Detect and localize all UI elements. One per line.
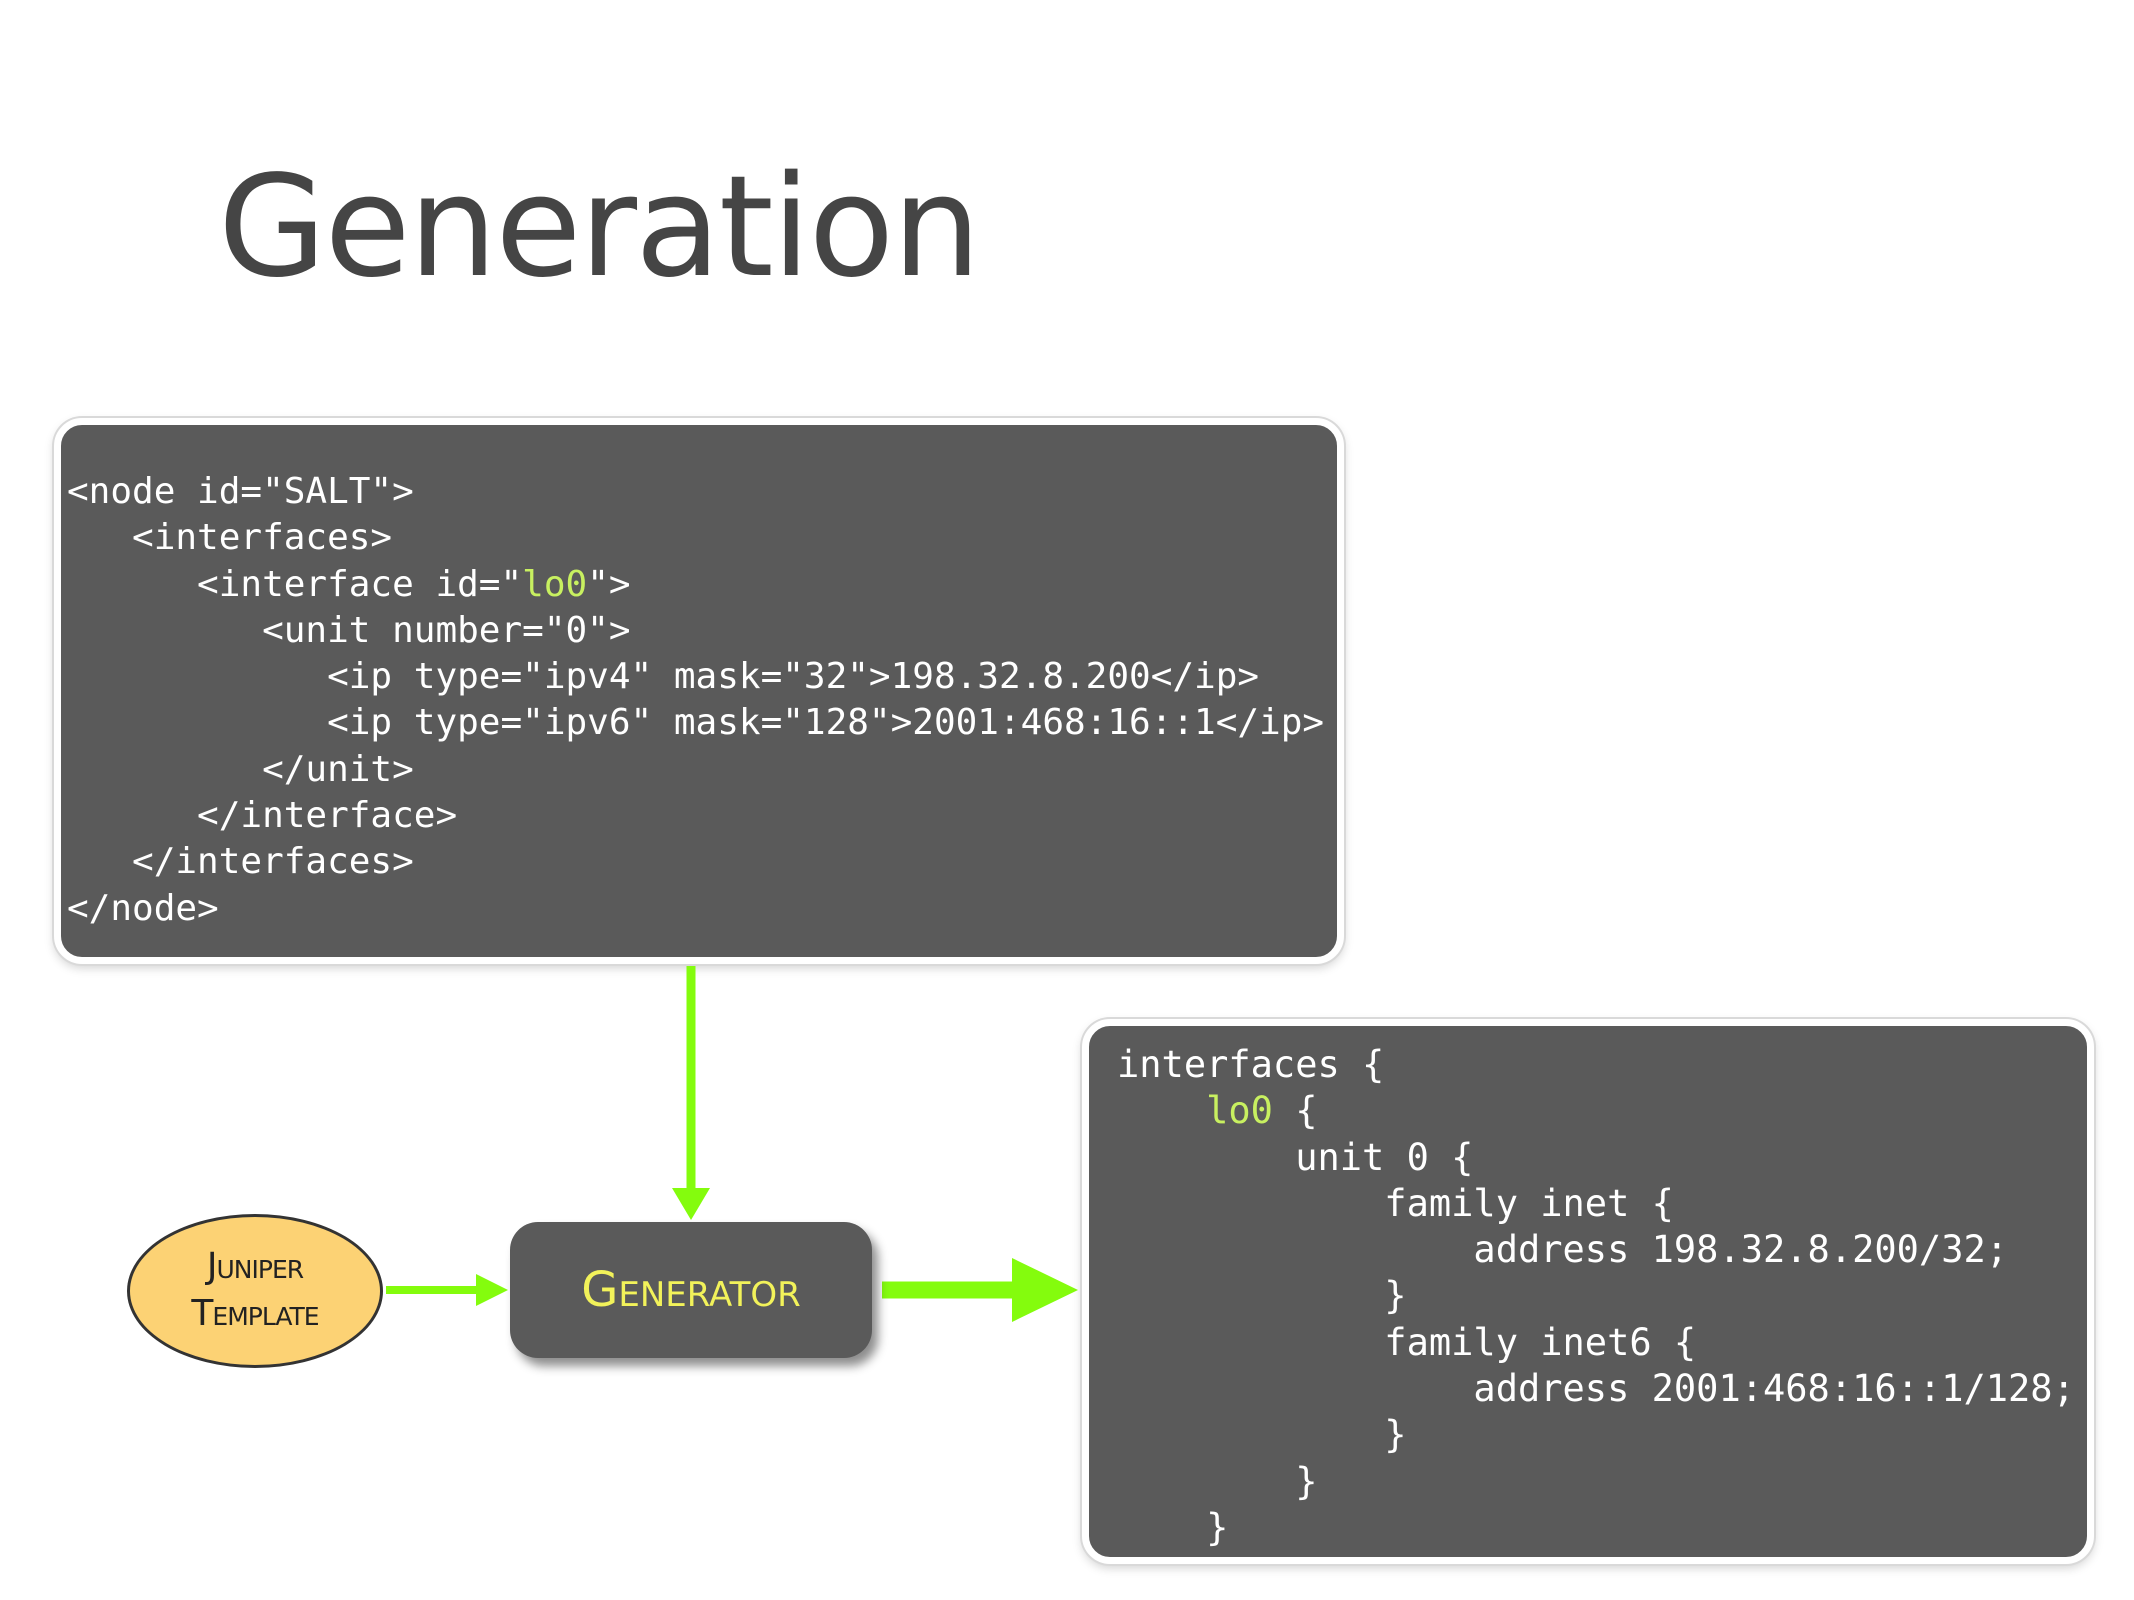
code-text: <unit number="0"> — [67, 609, 631, 651]
code-line: } — [1117, 1273, 2087, 1319]
code-text: } — [1117, 1459, 1318, 1503]
code-text: <node id="SALT"> — [67, 471, 414, 512]
code-text: family inet { — [1117, 1181, 1674, 1225]
code-line: <node id="SALT"> — [67, 469, 1337, 515]
arrow-xml-to-generator — [672, 966, 710, 1220]
code-line: } — [1117, 1412, 2087, 1458]
generator-node: Generator — [510, 1222, 872, 1358]
code-line: </unit> — [67, 747, 1337, 793]
code-highlight: lo0 — [522, 563, 588, 605]
code-line: } — [1117, 1505, 2087, 1551]
code-text — [1117, 1089, 1206, 1132]
code-line: <ip type="ipv6" mask="128">2001:468:16::… — [67, 700, 1337, 746]
code-line: <ip type="ipv4" mask="32">198.32.8.200</… — [67, 654, 1337, 700]
code-text: </interface> — [67, 795, 458, 837]
code-line: <interface id="lo0"> — [67, 562, 1337, 608]
template-label-line2: Template — [191, 1293, 319, 1334]
code-text: } — [1117, 1413, 1407, 1457]
code-highlight: lo0 — [1206, 1089, 1273, 1133]
code-text: <interfaces> — [67, 517, 393, 559]
code-text: { — [1272, 1089, 1318, 1133]
code-text: </unit> — [67, 748, 414, 790]
code-text: address 2001:468:16::1/128; — [1117, 1367, 2075, 1411]
xml-node-config: <node id="SALT"> <interfaces> <interface… — [54, 418, 1344, 964]
code-line: <unit number="0"> — [67, 608, 1337, 654]
code-text: <interface id=" — [67, 563, 523, 605]
code-line: family inet6 { — [1117, 1320, 2087, 1366]
code-line: address 2001:468:16::1/128; — [1117, 1366, 2087, 1412]
generator-label: Generator — [581, 1262, 801, 1318]
code-text: "> — [587, 563, 631, 605]
code-text: } — [1117, 1505, 1229, 1549]
code-line: address 198.32.8.200/32; — [1117, 1227, 2087, 1273]
code-text: unit 0 { — [1117, 1135, 1474, 1179]
juniper-template-node: Juniper Template — [127, 1214, 383, 1368]
code-line: </interfaces> — [67, 839, 1337, 885]
code-text: </node> — [67, 887, 219, 929]
code-text: address 198.32.8.200/32; — [1117, 1228, 2009, 1272]
junos-code: interfaces { lo0 { unit 0 { family inet … — [1117, 1042, 2087, 1551]
code-text: </interfaces> — [67, 841, 414, 883]
arrow-template-to-generator — [386, 1274, 508, 1306]
slide-title: Generation — [218, 146, 981, 309]
code-line: lo0 { — [1117, 1088, 2087, 1134]
code-text: family inet6 { — [1117, 1320, 1697, 1364]
junos-output-config: interfaces { lo0 { unit 0 { family inet … — [1082, 1019, 2094, 1564]
code-text: <ip type="ipv6" mask="128">2001:468:16::… — [67, 702, 1325, 744]
template-label-line1: Juniper — [206, 1246, 304, 1288]
code-line: unit 0 { — [1117, 1135, 2087, 1181]
code-text: } — [1117, 1274, 1407, 1318]
code-line: family inet { — [1117, 1181, 2087, 1227]
code-line: </node> — [67, 886, 1337, 932]
xml-code: <node id="SALT"> <interfaces> <interface… — [67, 469, 1337, 932]
arrow-generator-to-output — [882, 1258, 1078, 1322]
code-line: </interface> — [67, 793, 1337, 839]
code-line: } — [1117, 1459, 2087, 1505]
code-line: interfaces { — [1117, 1042, 2087, 1088]
code-text: interfaces { — [1117, 1043, 1385, 1086]
code-line: <interfaces> — [67, 515, 1337, 561]
code-text: <ip type="ipv4" mask="32">198.32.8.200</… — [67, 656, 1260, 698]
